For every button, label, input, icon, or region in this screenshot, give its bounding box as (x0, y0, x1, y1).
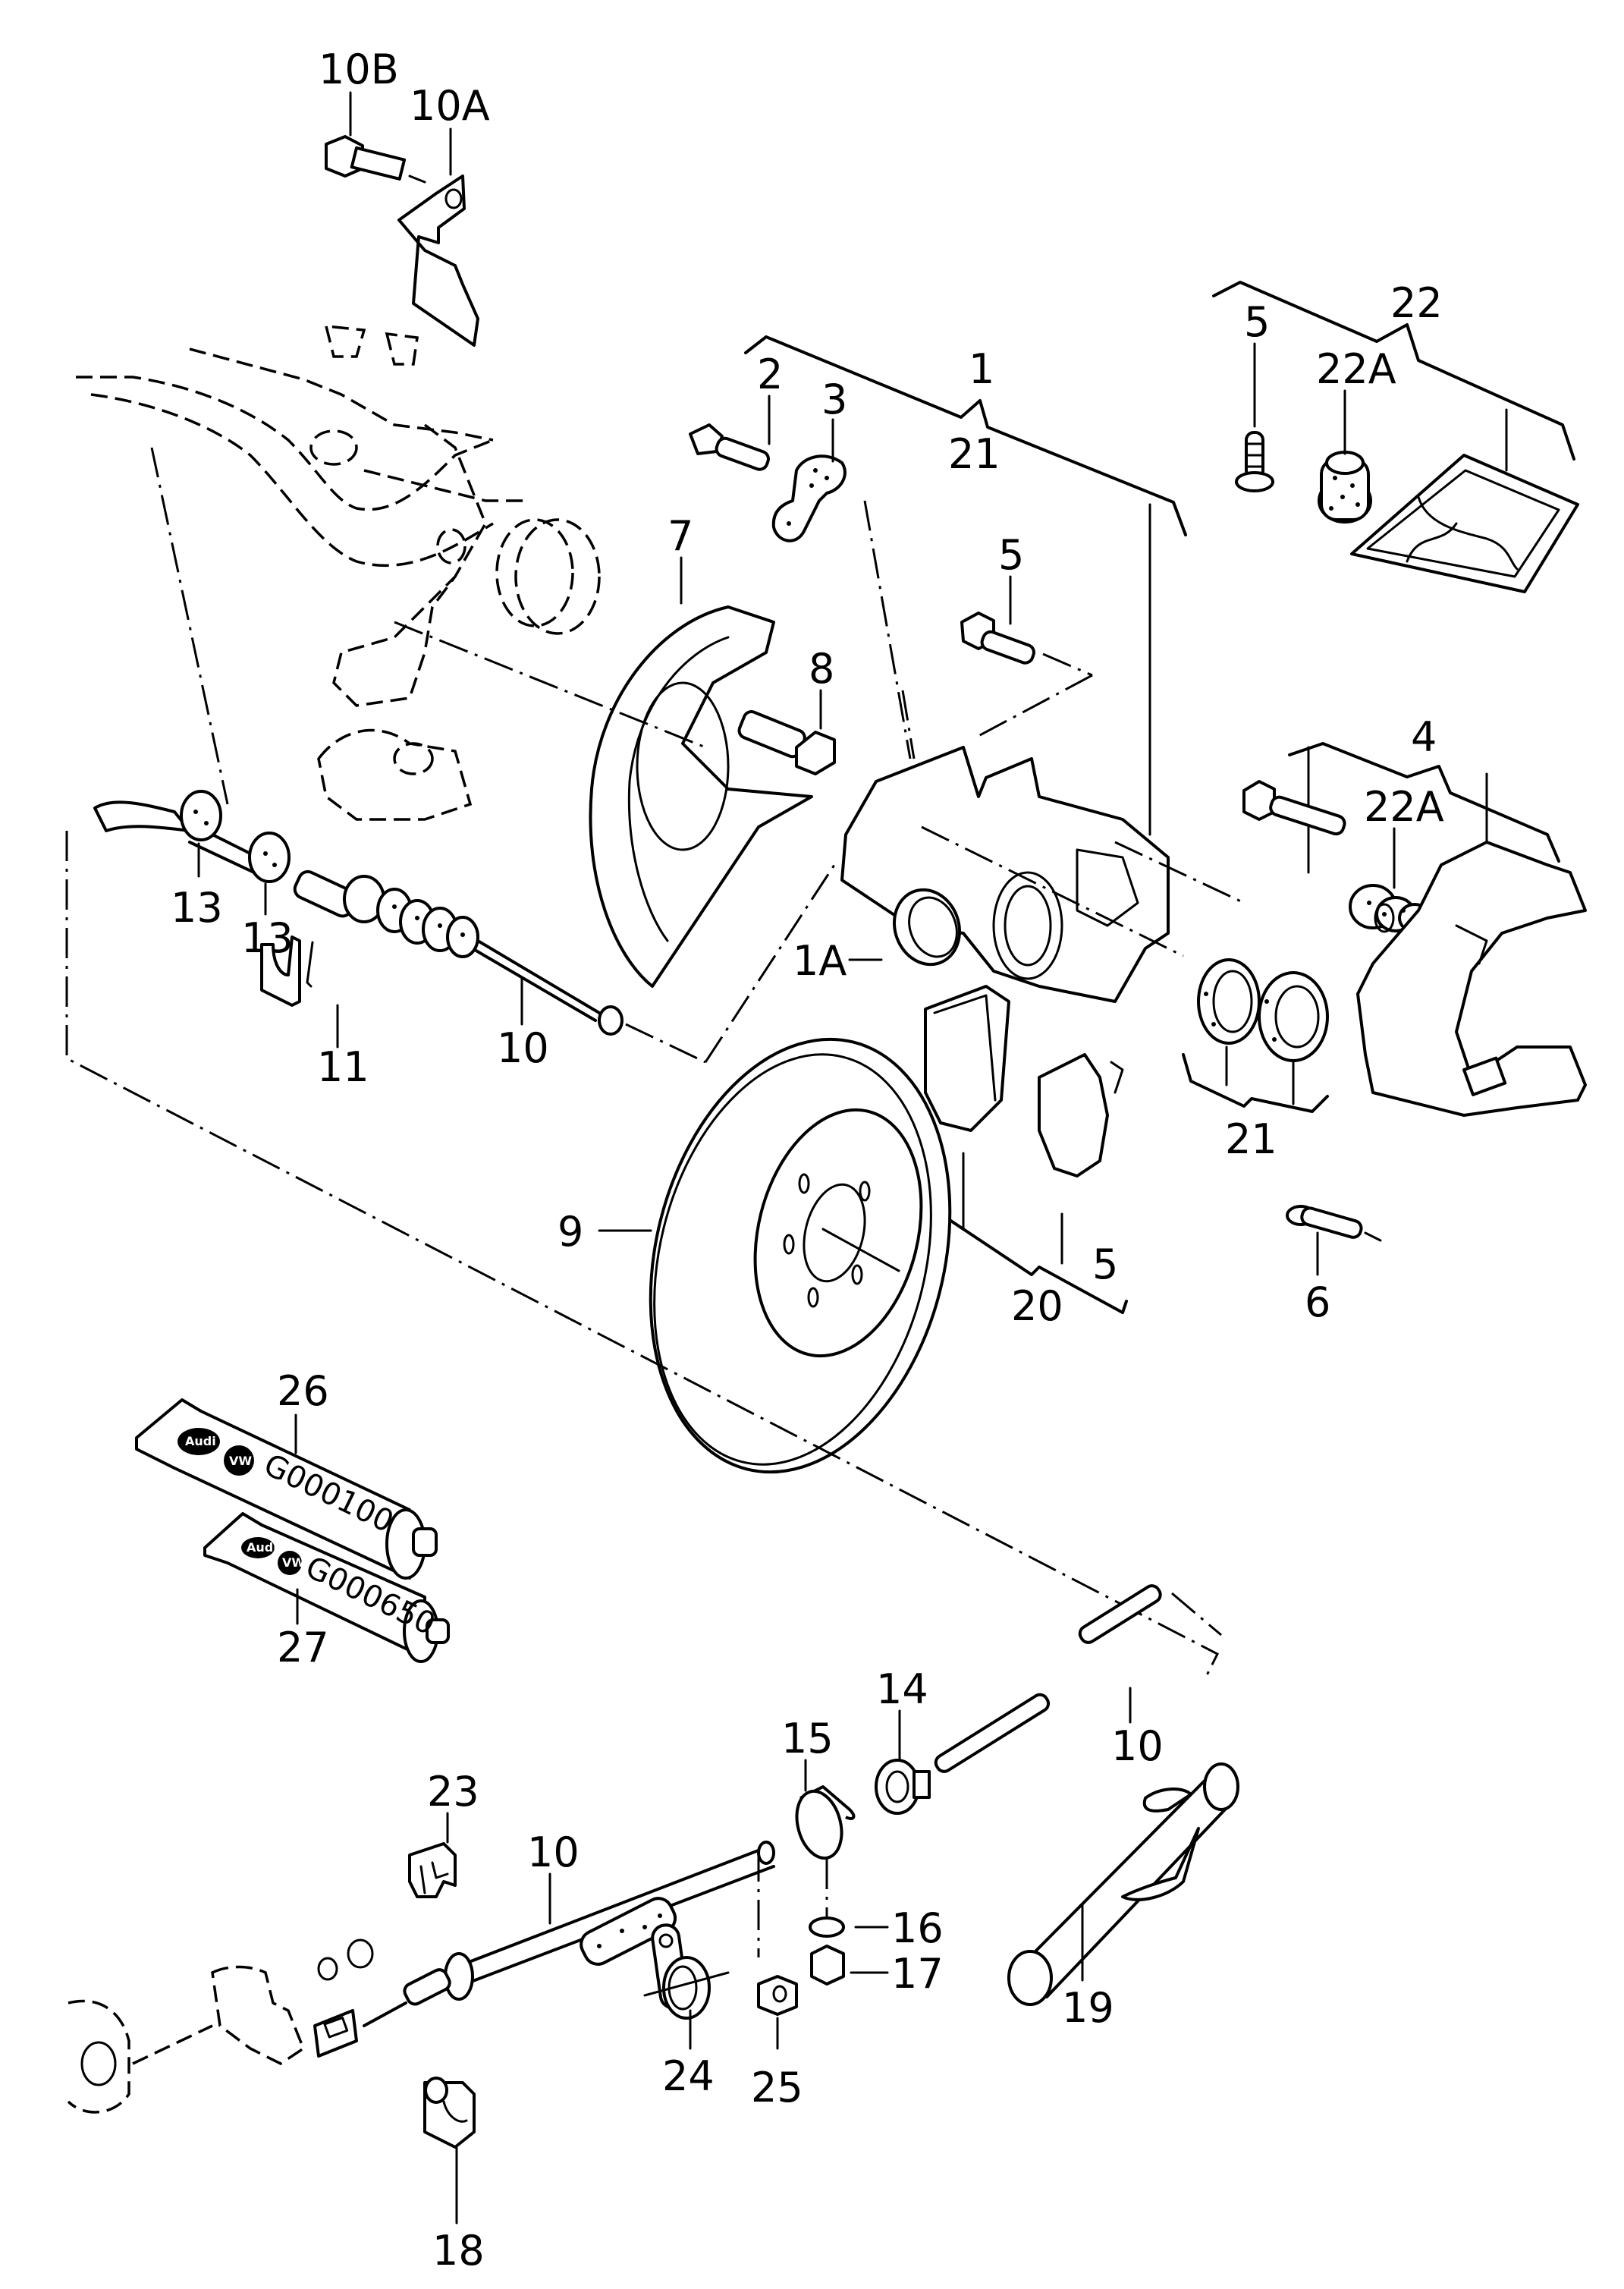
callout-5-pad: 5 (1092, 1240, 1118, 1288)
handbrake-cable-upper (93, 800, 836, 1064)
grommet-14 (875, 1759, 931, 1815)
callout-21-seals: 21 (1225, 1115, 1277, 1163)
callout-15: 15 (781, 1715, 834, 1762)
bolt-8 (737, 710, 836, 775)
callout-6: 6 (1305, 1278, 1330, 1326)
splash-shield-7 (394, 605, 813, 988)
callout-14: 14 (876, 1665, 928, 1713)
clip-23 (408, 1842, 457, 1898)
brake-pad-inner (924, 985, 1010, 1132)
callout-5-kit: 5 (1244, 298, 1270, 346)
callout-23: 23 (427, 1768, 479, 1816)
bracket-group-4 (1288, 742, 1560, 863)
callout-8: 8 (809, 645, 834, 693)
bracket-group-21-seals (1182, 1053, 1329, 1113)
brake-disc-9 (649, 1037, 952, 1474)
callout-22a-kit: 22A (1316, 345, 1396, 393)
return-spring-24 (643, 1923, 730, 2020)
guide-bolt-carrier (1242, 780, 1346, 836)
svg-text:Audi: Audi (185, 1434, 216, 1448)
callout-9: 9 (558, 1208, 583, 1256)
callout-27: 27 (277, 1624, 329, 1671)
svg-text:VW: VW (282, 1555, 305, 1570)
callout-10-upper: 10 (497, 1024, 549, 1072)
assembly-line-caliper (150, 447, 229, 805)
callout-2: 2 (757, 351, 783, 398)
callout-1: 1 (969, 345, 994, 393)
guide-bolt-6 (1286, 1205, 1382, 1242)
grommet-13-b (248, 832, 291, 883)
grease-sachet-22 (1350, 454, 1579, 593)
callout-26: 26 (277, 1367, 329, 1415)
clip-11 (260, 935, 314, 1007)
callout-22a-carrier: 22A (1364, 783, 1444, 831)
piston-seal-1a (892, 888, 962, 967)
callout-17: 17 (891, 1950, 944, 1998)
callout-10-pipe: 10 (1111, 1722, 1164, 1770)
seal-ring-21 (1197, 958, 1329, 1062)
callout-16: 16 (891, 1904, 944, 1952)
clip-18 (423, 2077, 476, 2149)
bracket-group-20 (939, 1212, 1128, 1314)
callout-13-a: 13 (171, 884, 223, 932)
screw-5-kit (1235, 431, 1274, 492)
callout-11: 11 (317, 1043, 369, 1091)
bracket-group-1 (744, 335, 1187, 536)
washer-16 (809, 1916, 845, 1938)
callout-20: 20 (1011, 1282, 1063, 1330)
handbrake-cable-lower (313, 1841, 775, 2058)
nut-17 (810, 1945, 845, 1986)
grease-tube-27: Audi VW G000650 (203, 1512, 450, 1663)
callout-18: 18 (432, 2227, 485, 2275)
callout-21-top: 21 (948, 430, 1000, 478)
spring-clip-15 (795, 1785, 856, 1920)
cable-pipe-section (934, 1584, 1222, 1773)
svg-text:Audi: Audi (247, 1540, 278, 1555)
bolt-5-caliper (960, 612, 1093, 737)
bolt-10b (325, 135, 426, 184)
callout-3: 3 (821, 376, 847, 423)
grommet-13-a (180, 790, 222, 841)
callout-7: 7 (668, 512, 693, 560)
callout-24: 24 (662, 2052, 715, 2100)
callout-19: 19 (1062, 1984, 1114, 2032)
caliper-carrier (1356, 841, 1587, 1117)
callout-10a: 10A (410, 82, 490, 130)
brake-pad-outer (1038, 1053, 1124, 1178)
callout-1a: 1A (793, 937, 847, 985)
callout-10-lower: 10 (527, 1828, 580, 1876)
dust-cap-3 (771, 454, 847, 542)
callout-22: 22 (1390, 279, 1443, 327)
guide-tube-19 (1007, 1762, 1239, 2006)
callout-10b: 10B (319, 46, 399, 93)
callout-4: 4 (1411, 713, 1437, 761)
suspension-arm-context (76, 325, 601, 821)
callout-5-bolt: 5 (998, 531, 1024, 579)
guide-sleeve-22a-kit (1318, 451, 1372, 524)
bracket-group-22 (1212, 281, 1575, 461)
callout-25: 25 (751, 2064, 803, 2111)
svg-text:VW: VW (229, 1454, 252, 1468)
bleed-screw-2 (689, 423, 770, 471)
nut-25 (757, 1975, 798, 2016)
handbrake-lever-context (67, 1938, 374, 2114)
bracket-10a (397, 175, 479, 347)
assembly-line-long (65, 831, 1220, 1677)
